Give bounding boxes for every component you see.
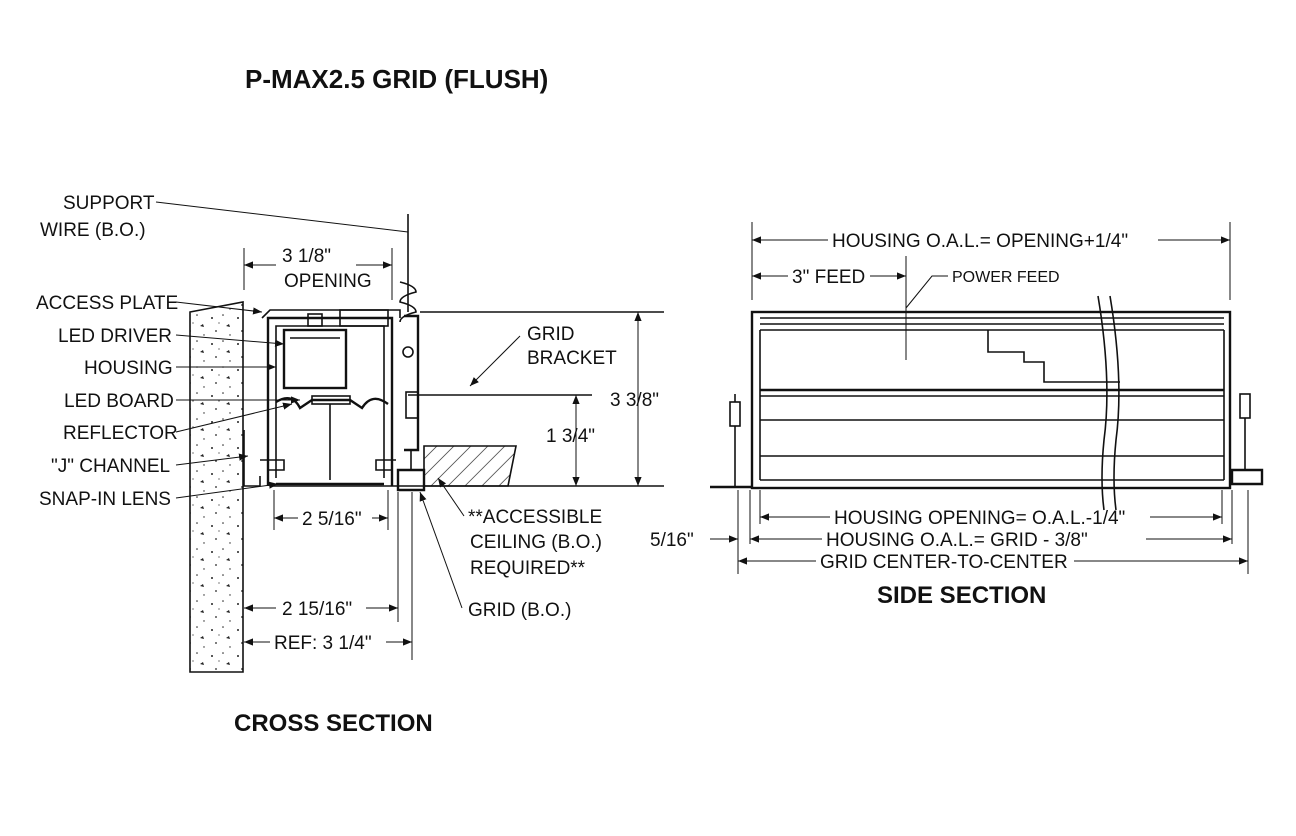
led-driver-label: LED DRIVER (58, 326, 172, 347)
led-driver-box (282, 328, 348, 390)
feed-dim: 3" FEED (792, 267, 865, 288)
support-wire-label-1: SUPPORT (63, 193, 155, 214)
overall-height-dim: 3 3/8" (610, 390, 659, 411)
side-section: HOUSING O.A.L.= OPENING+1/4" 3" FEED POW… (650, 222, 1264, 609)
grid-ctc-dim: GRID CENTER-TO-CENTER (820, 552, 1068, 573)
housing-opening-dim: HOUSING OPENING= O.A.L.-1/4" (834, 508, 1125, 529)
accessible-label-2: CEILING (B.O.) (470, 532, 602, 553)
j-channel (243, 430, 261, 487)
side-section-heading: SIDE SECTION (877, 582, 1046, 609)
accessible-label-1: **ACCESSIBLE (468, 507, 602, 528)
offset-dim: 5/16" (650, 530, 694, 551)
lower-height-dim: 1 3/4" (546, 426, 595, 447)
right-hanger (1230, 393, 1264, 486)
reflector-shape (275, 396, 389, 410)
page-title: P-MAX2.5 GRID (FLUSH) (245, 64, 548, 94)
grid-tee (396, 450, 426, 492)
led-board-label: LED BOARD (64, 391, 174, 412)
support-wire (399, 214, 417, 358)
j-channel-label: "J" CHANNEL (51, 456, 170, 477)
reflector-label: REFLECTOR (63, 423, 178, 444)
ref-width-dim: REF: 3 1/4" (274, 633, 372, 654)
grid-bracket-label-2: BRACKET (527, 348, 617, 369)
grid-label: GRID (B.O.) (468, 600, 571, 621)
housing-oal-grid-dim: HOUSING O.A.L.= GRID - 3/8" (826, 530, 1088, 551)
left-hanger (710, 394, 752, 489)
power-feed-cable (1097, 295, 1108, 511)
housing-profile (243, 309, 401, 487)
grid-bracket (404, 314, 420, 452)
body-width-dim: 2 15/16" (282, 599, 352, 620)
ceiling-tile (423, 445, 517, 487)
cross-section: SUPPORT WIRE (B.O.) ACCESS PLATE LED DRI… (36, 193, 664, 737)
accessible-label-3: REQUIRED** (470, 558, 586, 579)
snap-in-lens-label: SNAP-IN LENS (39, 489, 171, 510)
housing-label: HOUSING (84, 358, 173, 379)
lens-width-dim: 2 5/16" (302, 509, 362, 530)
cross-section-heading: CROSS SECTION (234, 710, 433, 737)
fixture-body (750, 295, 1232, 511)
support-wire-label-2: WIRE (B.O.) (40, 220, 146, 241)
power-feed-label: POWER FEED (952, 269, 1060, 286)
concrete-wall (189, 301, 244, 673)
grid-bracket-label-1: GRID (527, 324, 575, 345)
access-plate-label: ACCESS PLATE (36, 293, 178, 314)
opening-value: 3 1/8" (282, 246, 331, 267)
opening-label: OPENING (284, 271, 372, 292)
housing-oal-dim: HOUSING O.A.L.= OPENING+1/4" (832, 231, 1128, 252)
